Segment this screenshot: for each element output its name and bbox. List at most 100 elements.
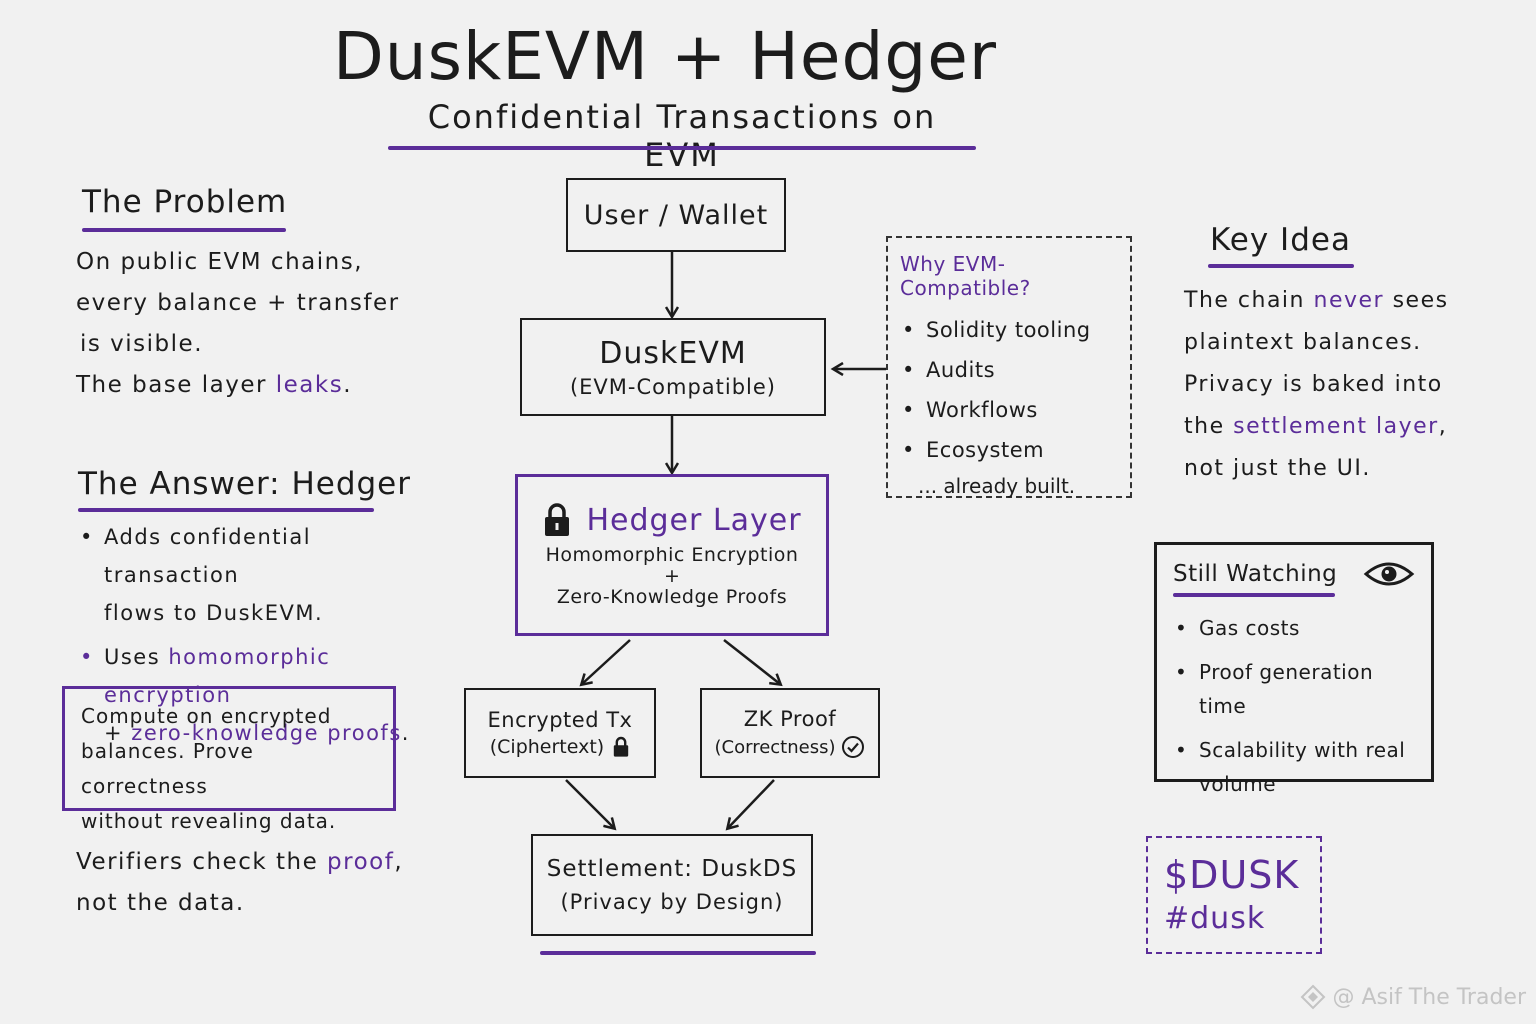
- verifiers-highlight: proof: [327, 849, 395, 875]
- encrypted-tx-box: Encrypted Tx (Ciphertext): [464, 688, 656, 778]
- why-evm-item: Workflows: [900, 390, 1118, 430]
- verifiers-line2: not the data.: [76, 890, 245, 916]
- answer-bullet-2-prefix: Uses: [104, 645, 161, 669]
- why-evm-heading: Why EVM-Compatible?: [900, 252, 1031, 300]
- key-idea-line3: Privacy is baked into: [1184, 372, 1443, 397]
- diamond-logo-icon: [1301, 984, 1326, 1010]
- arrow-encrypted-to-settlement: [565, 779, 614, 828]
- subtitle-underline: [388, 146, 976, 150]
- still-watching-list: Gas costs Proof generation time Scalabil…: [1173, 611, 1415, 801]
- still-watching-item: Proof generation time: [1173, 655, 1415, 723]
- key-idea-underline: [1208, 264, 1354, 268]
- watermark-text: @ Asif The Trader: [1332, 984, 1526, 1010]
- key-idea-line4: the settlement layer,: [1184, 406, 1524, 448]
- problem-line: is visible.: [80, 331, 204, 357]
- ticker-panel: $DUSK #dusk: [1146, 836, 1322, 954]
- hedger-title: Hedger Layer: [586, 502, 802, 538]
- ticker-hashtag: #dusk: [1164, 901, 1266, 936]
- key-idea-line5: not just the UI.: [1184, 456, 1371, 481]
- hedger-line1: Homomorphic Encryption: [545, 543, 799, 566]
- problem-leak-word: leaks: [275, 372, 344, 398]
- problem-line: every balance + transfer: [76, 290, 400, 316]
- key-idea-l4-prefix: the: [1184, 414, 1225, 439]
- answer-bullet-2-line2: + zero-knowledge proofs.: [104, 714, 438, 752]
- verifiers-text: Verifiers check the proof, not the data.: [76, 842, 416, 924]
- zk-proof-box: ZK Proof (Correctness): [700, 688, 880, 778]
- compute-callout-line: Compute on encrypted: [81, 704, 332, 728]
- answer-heading: The Answer: Hedger: [78, 466, 411, 502]
- verifiers-suffix: ,: [394, 849, 404, 875]
- problem-text: On public EVM chains, every balance + tr…: [76, 242, 406, 406]
- encrypted-tx-sub-row: (Ciphertext): [490, 736, 630, 758]
- user-wallet-label: User / Wallet: [583, 199, 769, 231]
- encrypted-tx-subtitle: (Ciphertext): [489, 736, 605, 758]
- settlement-underline: [540, 951, 816, 955]
- hedger-title-row: Hedger Layer: [542, 503, 801, 538]
- eye-icon: [1363, 562, 1415, 586]
- still-watching-heading: Still Watching: [1173, 561, 1338, 587]
- lock-icon: [545, 503, 570, 536]
- page-title: DuskEVM + Hedger: [332, 18, 998, 95]
- why-evm-item: Ecosystem: [900, 430, 1118, 470]
- why-evm-item: Audits: [900, 350, 1118, 390]
- key-idea-heading: Key Idea: [1210, 222, 1351, 258]
- settlement-box: Settlement: DuskDS (Privacy by Design): [531, 834, 813, 936]
- problem-line: On public EVM chains,: [76, 249, 364, 275]
- why-evm-item: Solidity tooling: [900, 310, 1118, 350]
- settlement-subtitle: (Privacy by Design): [560, 890, 784, 914]
- problem-leak-prefix: The base layer: [76, 372, 267, 398]
- page-subtitle: Confidential Transactions on EVM: [427, 98, 937, 174]
- answer-bullet-2-highlight2: zero-knowledge proofs: [131, 721, 402, 745]
- key-idea-l1-suffix: sees: [1392, 288, 1449, 313]
- answer-bullet-1-line2: flows to DuskEVM.: [104, 601, 324, 625]
- why-evm-panel: Why EVM-Compatible? Solidity tooling Aud…: [886, 236, 1132, 498]
- answer-bullet-2-suffix: .: [401, 721, 410, 745]
- key-idea-l4-suffix: ,: [1438, 414, 1448, 439]
- compute-callout-line: balances. Prove correctness: [81, 739, 254, 798]
- answer-bullet-1-line1: Adds confidential transaction: [104, 525, 312, 587]
- still-watching-header: Still Watching: [1173, 559, 1415, 589]
- still-watching-item: Scalability with real volume: [1173, 733, 1415, 801]
- problem-heading-underline: [82, 228, 286, 232]
- why-evm-footer: ... already built.: [918, 474, 1076, 498]
- answer-bullets: Adds confidential transaction flows to D…: [78, 518, 438, 752]
- duskevm-title: DuskEVM: [599, 335, 747, 371]
- duskevm-subtitle: (EVM-Compatible): [569, 374, 777, 399]
- compute-callout: Compute on encrypted balances. Prove cor…: [62, 686, 396, 833]
- zk-proof-sub-row: (Correctness): [715, 735, 866, 759]
- key-idea-line2: plaintext balances.: [1184, 330, 1422, 355]
- hedger-layer-box: Hedger Layer Homomorphic Encryption + Ze…: [515, 474, 829, 636]
- user-wallet-box: User / Wallet: [566, 178, 786, 252]
- key-idea-text: The chain never sees plaintext balances.…: [1184, 280, 1524, 490]
- arrow-hedger-to-zk: [723, 639, 780, 684]
- still-watching-panel: Still Watching Gas costs Proof generatio…: [1154, 542, 1434, 796]
- verifiers-prefix: Verifiers check the: [76, 849, 319, 875]
- key-idea-l1-highlight: never: [1313, 288, 1385, 313]
- arrow-hedger-to-encrypted: [582, 639, 631, 684]
- lock-icon: [614, 736, 629, 757]
- still-watching-underline: [1173, 593, 1335, 597]
- key-idea-l1-prefix: The chain: [1184, 288, 1305, 313]
- why-evm-list: Solidity tooling Audits Workflows Ecosys…: [900, 310, 1118, 470]
- verifiers-line1: Verifiers check the proof,: [76, 842, 416, 883]
- ticker-symbol: $DUSK: [1164, 853, 1300, 897]
- encrypted-tx-title: Encrypted Tx: [487, 708, 633, 732]
- check-circle-icon: [842, 736, 865, 758]
- answer-heading-underline: [78, 508, 374, 512]
- still-watching-item: Gas costs: [1173, 611, 1415, 645]
- problem-leak-suffix: .: [343, 372, 352, 398]
- watermark: @ Asif The Trader: [1300, 984, 1526, 1010]
- compute-callout-line: without revealing data.: [81, 809, 337, 833]
- key-idea-line1: The chain never sees: [1184, 280, 1524, 322]
- hedger-plus: +: [664, 564, 680, 587]
- duskevm-box: DuskEVM (EVM-Compatible): [520, 318, 826, 416]
- hedger-line2: Zero-Knowledge Proofs: [556, 585, 788, 608]
- zk-proof-title: ZK Proof: [743, 707, 837, 731]
- problem-leak-line: The base layer leaks.: [76, 365, 406, 406]
- answer-bullet-2: Uses homomorphic encryption + zero-knowl…: [78, 638, 438, 752]
- answer-bullet-2-plus: +: [104, 721, 124, 745]
- answer-bullet-1: Adds confidential transaction flows to D…: [78, 518, 438, 632]
- settlement-title: Settlement: DuskDS: [546, 856, 798, 882]
- problem-heading: The Problem: [82, 184, 288, 220]
